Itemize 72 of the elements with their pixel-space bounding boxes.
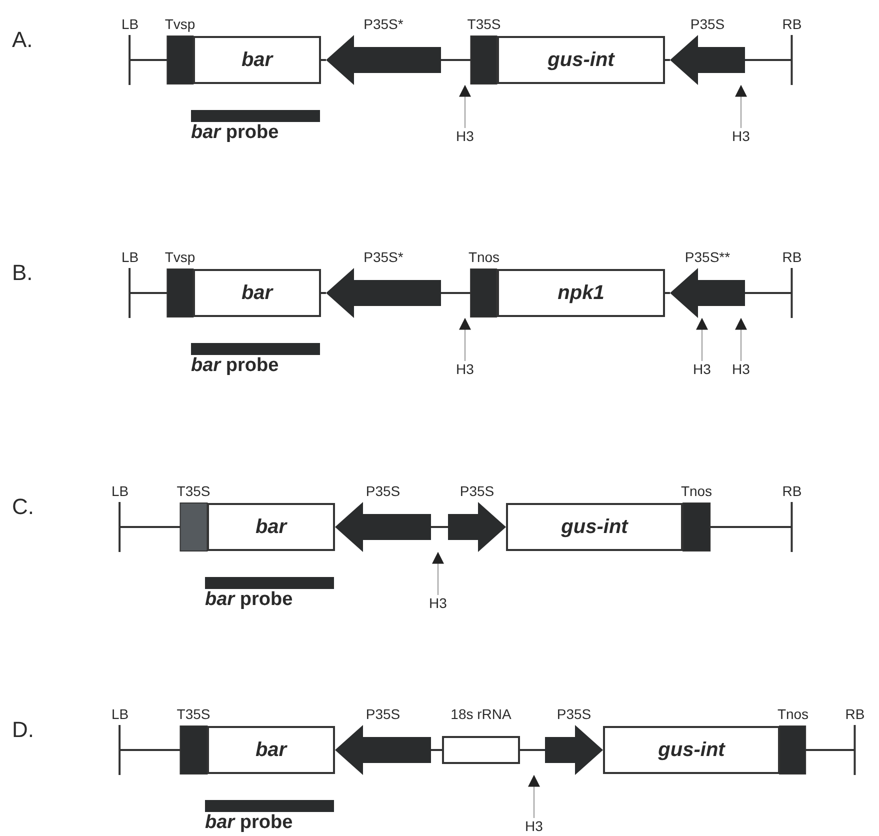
site-label: H3 (732, 361, 750, 378)
element-label: RB (782, 483, 802, 500)
site-label: H3 (732, 128, 750, 145)
leader-arrow (459, 318, 471, 362)
element-label: Tnos (468, 249, 500, 266)
probe-label: bar probe (205, 813, 293, 833)
gene-box: bar (207, 726, 335, 774)
element-label: 18s rRNA (450, 706, 512, 723)
leader-arrow (459, 84, 471, 128)
panel-letter: C. (12, 495, 34, 519)
element-label: LB (121, 249, 139, 266)
gene-box: bar (207, 503, 335, 551)
backbone-line (806, 749, 855, 751)
element-label: T35S (176, 706, 210, 723)
backbone-line (130, 292, 167, 294)
site-label: H3 (693, 361, 711, 378)
element-label: Tvsp (164, 16, 196, 33)
element-label: P35S (556, 706, 592, 723)
element-label: Tnos (777, 706, 809, 723)
element-label: RB (782, 16, 802, 33)
backbone-line (519, 749, 545, 751)
probe-label: bar probe (191, 123, 279, 143)
element-label: RB (845, 706, 865, 723)
backbone-line (431, 526, 448, 528)
element-label: T35S (467, 16, 501, 33)
gene-box: npk1 (497, 269, 665, 317)
backbone-line (120, 526, 180, 528)
leader-arrow (735, 318, 747, 362)
panel-letter: D. (12, 718, 34, 742)
leader-arrow (696, 318, 708, 362)
backbone-line (120, 749, 180, 751)
probe-label: bar probe (205, 590, 293, 610)
element-label: LB (121, 16, 139, 33)
site-label: H3 (525, 818, 543, 835)
backbone-line (321, 292, 326, 294)
element-label: P35S (690, 16, 725, 33)
backbone-line (710, 526, 792, 528)
element-label: T35S (176, 483, 210, 500)
backbone-line (321, 59, 326, 61)
leader-arrow (735, 84, 747, 128)
backbone-line (665, 292, 670, 294)
element-label: P35S** (684, 249, 730, 266)
leader-arrow (432, 552, 444, 596)
panel-letter: A. (12, 28, 33, 52)
backbone-line (745, 59, 792, 61)
backbone-line (441, 59, 471, 61)
leader-arrow (528, 774, 540, 818)
gene-box: gus-int (497, 36, 665, 84)
site-label: H3 (456, 361, 474, 378)
backbone-line (431, 749, 443, 751)
site-label: H3 (429, 595, 447, 612)
element-label: P35S* (364, 16, 404, 33)
element-label: LB (111, 706, 129, 723)
backbone-line (745, 292, 792, 294)
element-label: Tnos (680, 483, 712, 500)
gene-box: bar (193, 36, 321, 84)
site-label: H3 (456, 128, 474, 145)
element-label: Tvsp (164, 249, 196, 266)
element-label: P35S (366, 706, 400, 723)
gene-box: gus-int (506, 503, 683, 551)
backbone-line (130, 59, 167, 61)
element-label: RB (782, 249, 802, 266)
gene-box: bar (193, 269, 321, 317)
backbone-line (665, 59, 670, 61)
panel-letter: B. (12, 261, 33, 285)
backbone-line (441, 292, 471, 294)
gene-box: gus-int (603, 726, 780, 774)
element-label: P35S* (364, 249, 404, 266)
element-label: P35S (460, 483, 494, 500)
probe-label: bar probe (191, 356, 279, 376)
element-label: P35S (366, 483, 400, 500)
element-label: LB (111, 483, 129, 500)
